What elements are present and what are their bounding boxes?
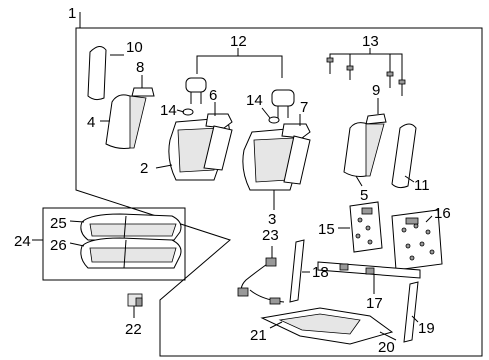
right-seatback — [242, 114, 311, 210]
left-seatback — [155, 102, 233, 181]
callout-14-left: 14 — [160, 102, 177, 119]
part-19-bracket — [403, 281, 419, 343]
callout-12: 12 — [230, 33, 247, 50]
callout-labels: 1 2 3 4 5 6 7 8 9 10 11 12 13 14 14 15 1… — [14, 5, 451, 356]
callout-25: 25 — [50, 215, 67, 232]
part-5-rear-panel — [343, 122, 385, 187]
callout-14-right: 14 — [246, 92, 263, 109]
part-25-cushion-cover — [69, 213, 182, 241]
callout-10: 10 — [126, 39, 143, 56]
part-11-side-trim — [391, 123, 417, 189]
callout-5: 5 — [360, 187, 368, 204]
part-15-frame — [338, 201, 383, 253]
callout-19: 19 — [418, 320, 435, 337]
callout-24: 24 — [14, 233, 31, 250]
part-13-bolts — [326, 48, 406, 96]
part-4-side-panel — [100, 94, 147, 149]
callout-11: 11 — [414, 177, 430, 194]
callout-18: 18 — [312, 264, 329, 281]
callout-13: 13 — [362, 33, 379, 50]
callout-23: 23 — [262, 227, 279, 244]
cushion-inset-box — [42, 207, 186, 281]
part-8-bolster — [131, 75, 155, 97]
part-10-side-trim — [87, 46, 124, 101]
part-21-lower-frame — [260, 307, 397, 345]
callout-2: 2 — [140, 160, 148, 177]
part-17-crossbar — [317, 261, 421, 294]
part-16-frame — [391, 209, 443, 271]
callout-6: 6 — [209, 87, 217, 104]
main-assembly-frame — [75, 12, 483, 357]
callout-8: 8 — [136, 59, 144, 76]
part-23-harness — [237, 246, 285, 305]
part-14-guide-right — [261, 107, 280, 124]
callout-7: 7 — [300, 99, 308, 116]
callout-20: 20 — [378, 339, 395, 356]
callout-21: 21 — [250, 327, 267, 344]
part-14-guide-left — [176, 108, 194, 116]
callout-15: 15 — [318, 221, 335, 238]
left-headrest — [185, 77, 207, 104]
callout-3: 3 — [268, 211, 276, 228]
callout-4: 4 — [87, 114, 95, 131]
callout-22: 22 — [125, 321, 142, 338]
part-26-cushion-pad — [69, 237, 182, 269]
callout-26: 26 — [50, 237, 67, 254]
callout-1: 1 — [68, 5, 76, 22]
right-headrest — [271, 89, 295, 118]
callout-17: 17 — [366, 295, 383, 312]
callout-16: 16 — [434, 205, 451, 222]
part-22-clip — [127, 293, 143, 318]
callout-9: 9 — [372, 82, 380, 99]
part-12-leader — [196, 48, 283, 78]
part-9-bolster — [365, 98, 387, 125]
part-18-bracket — [289, 239, 310, 303]
